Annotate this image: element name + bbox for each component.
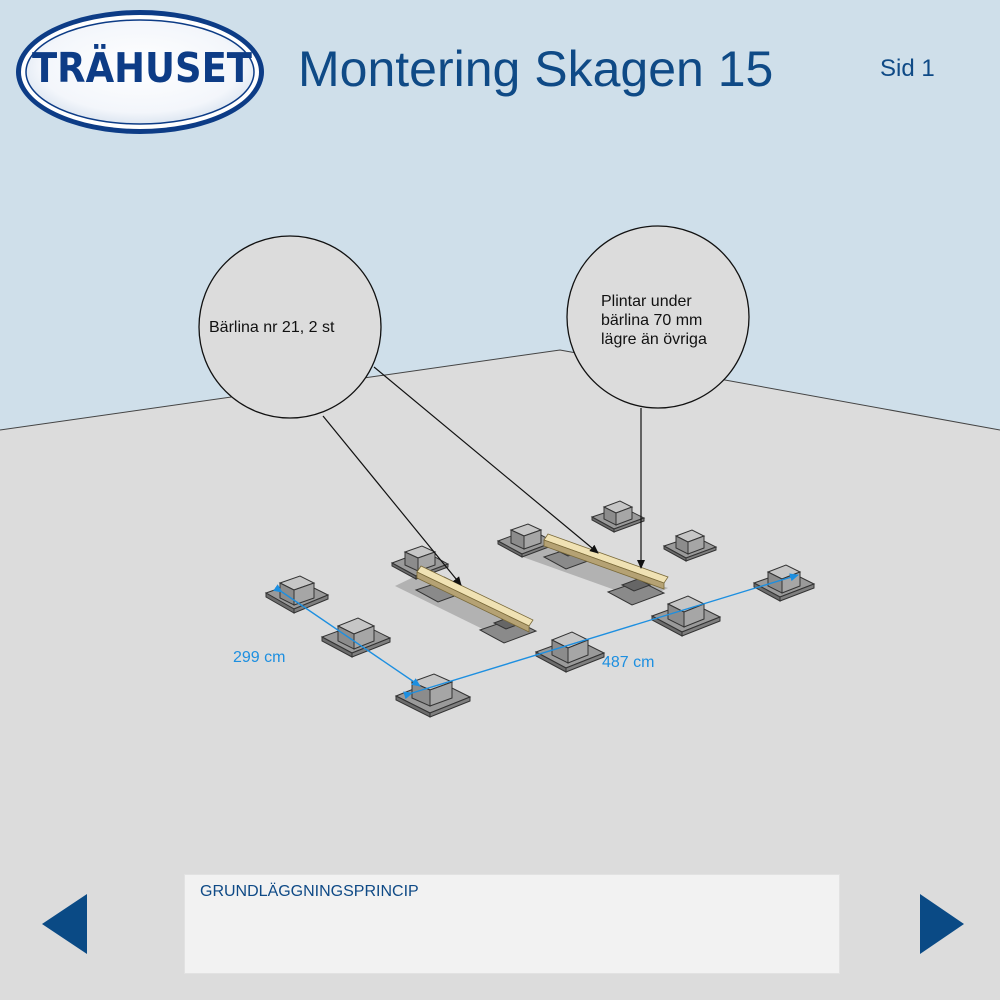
next-arrow-shape: [920, 894, 964, 954]
plinth: [662, 529, 718, 562]
next-page-button[interactable]: [916, 892, 966, 956]
leader-line: [322, 415, 462, 586]
callout-circle-beam: [198, 235, 382, 419]
callout-beam-text: Bärlina nr 21, 2 st: [209, 319, 335, 336]
leader-line: [373, 366, 599, 554]
caption-box: GRUNDLÄGGNINGSPRINCIP: [184, 874, 840, 974]
horizon-line: [0, 349, 1000, 431]
dimension-label-299: 299 cm: [233, 649, 286, 666]
caption-text: GRUNDLÄGGNINGSPRINCIP: [200, 883, 419, 900]
dimension-label-487: 487 cm: [602, 654, 655, 671]
prev-page-button[interactable]: [40, 892, 90, 956]
page-number: Sid 1: [880, 55, 935, 82]
dimension-line-299: [273, 584, 421, 687]
callout-plinths-text: Plintar under bärlina 70 mm lägre än övr…: [601, 293, 707, 348]
plinth: [590, 500, 646, 533]
callout-circle-plinths: [566, 225, 750, 409]
logo-text: TRÄHUSET: [32, 44, 252, 92]
dimension-line-487: [403, 573, 799, 700]
plinth: [496, 523, 556, 558]
page-title: Montering Skagen 15: [298, 41, 774, 97]
prev-arrow-shape: [42, 894, 87, 954]
logo-emblem: [16, 10, 264, 134]
